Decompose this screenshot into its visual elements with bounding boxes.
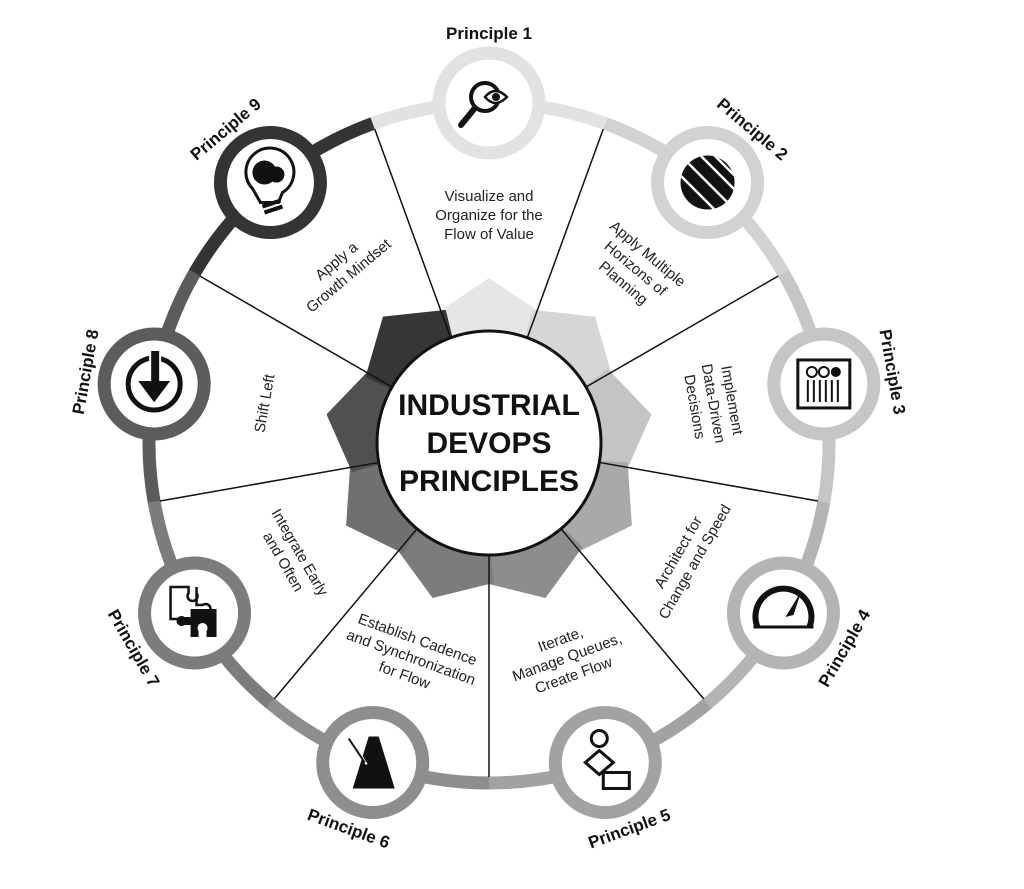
magnifier-eye-icon [458,81,509,128]
principle-3-node [767,327,881,441]
spoke-line [560,528,705,700]
description-line: Organize for the [435,207,543,224]
node-circle [767,327,881,441]
spoke-line [374,128,452,339]
title-line-2: DEVOPS [426,427,551,460]
node-circle [432,46,546,160]
principle-5-description: Iterate,Manage Queues,Create Flow [510,624,624,697]
lightbulb-brain-icon [244,146,296,215]
spoke-line [159,461,379,502]
spoke-line [599,461,819,502]
principle-3-label: Principle 3 [875,328,909,416]
title-line-1: INDUSTRIAL [398,389,580,422]
striped-circle-icon [680,155,735,210]
node-circle [548,705,662,819]
spoke-line [526,128,604,339]
puzzle-icon [169,585,217,637]
spoke-line [273,528,418,700]
principle-6-node [316,705,430,819]
description-line: Flow of Value [444,226,534,243]
principle-8-node [97,327,211,441]
spoke-line [199,275,393,388]
center-circle: INDUSTRIAL DEVOPS PRINCIPLES [375,329,603,557]
speedometer-icon [752,585,815,629]
principle-7-node [138,556,252,670]
principle-1-label: Principle 1 [446,24,532,43]
principle-4-node [726,556,840,670]
metronome-icon [347,736,395,789]
description-line: Shift Left [251,372,278,434]
node-circle [726,556,840,670]
spoke-line [585,275,779,388]
principle-9-node [213,126,327,240]
principle-8-description: Shift Left [251,372,278,434]
title-line-3: PRINCIPLES [399,465,579,498]
down-arrow-circle-icon [125,348,183,413]
description-line: Visualize and [445,188,534,205]
principle-1-node [432,46,546,160]
spokes [159,128,819,777]
principle-8-label: Principle 8 [69,328,103,416]
principle-5-node [548,705,662,819]
flowchart-icon [582,728,631,790]
data-dashboard-icon [796,358,852,410]
principle-2-node [651,126,765,240]
